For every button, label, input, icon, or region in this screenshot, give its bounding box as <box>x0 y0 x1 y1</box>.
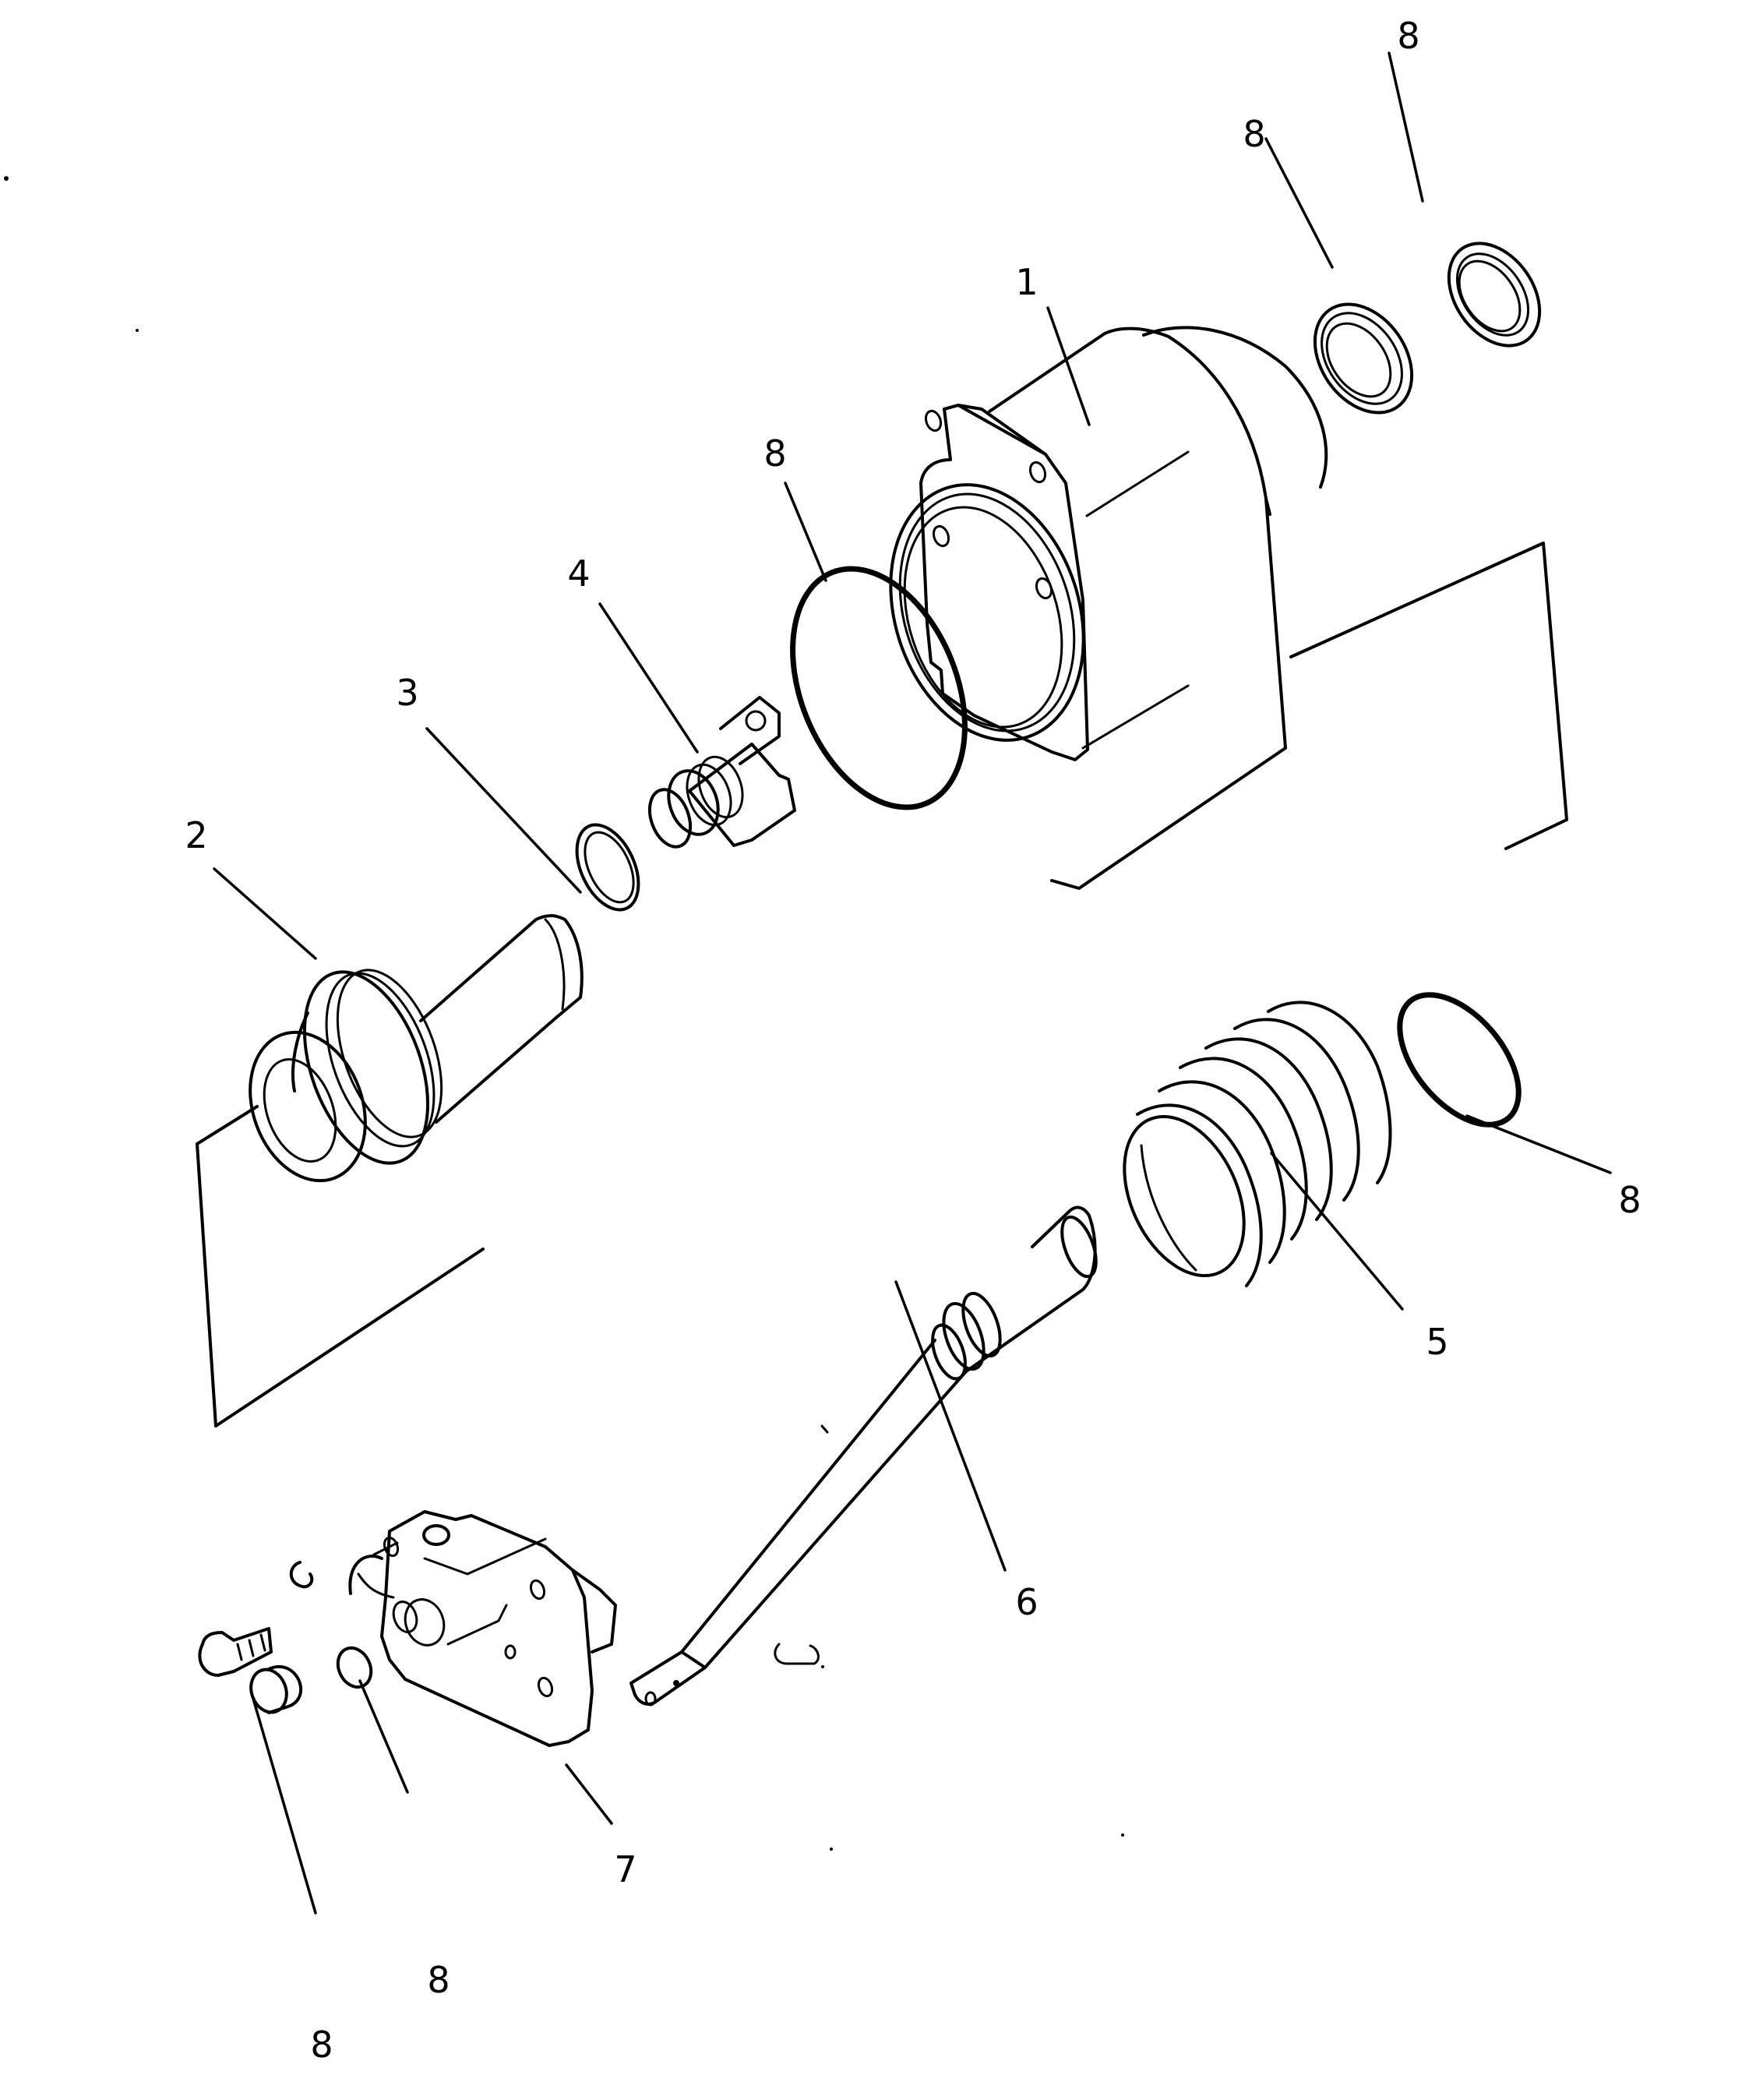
sleeve-drawing <box>249 914 584 1183</box>
leader-lines <box>213 51 1612 1915</box>
leader-line-c1 <box>1046 306 1091 426</box>
callout-label-c8b: 8 <box>1243 113 1265 155</box>
leader-line-c7 <box>565 1763 613 1825</box>
leader-line-c5 <box>1270 1152 1404 1311</box>
leader-line-c8e <box>358 1679 409 1794</box>
o-ring-housing-drawing <box>790 566 968 810</box>
o-ring-right-drawing <box>1397 992 1522 1128</box>
rod-drawing <box>629 1205 1098 1706</box>
callout-label-c5: 5 <box>1426 1321 1448 1363</box>
leader-line-c8d <box>1465 1114 1612 1174</box>
plug-drawing <box>249 1664 303 1714</box>
callout-label-c4: 4 <box>567 552 590 595</box>
seal-ring-inner-drawing <box>1313 302 1414 415</box>
leader-line-c6 <box>894 1280 1007 1572</box>
housing-drawing <box>889 326 1328 890</box>
scan-specks <box>4 176 1124 1851</box>
assembly-brackets <box>196 542 1568 1428</box>
clevis-plug-drawing <box>647 696 796 849</box>
ring-drawing <box>575 823 640 912</box>
callout-label-c8d: 8 <box>1618 1179 1641 1221</box>
cover-block-drawing <box>348 1510 617 1747</box>
left-bracket <box>196 1105 485 1428</box>
leader-line-c8b <box>1264 137 1334 269</box>
callout-label-c8c: 8 <box>763 432 786 475</box>
callout-label-c3: 3 <box>396 672 418 714</box>
seal-ring-outer-drawing <box>1447 242 1542 348</box>
spring-drawing <box>1123 1001 1392 1287</box>
right-bracket <box>1289 542 1568 850</box>
callout-label-c8a: 8 <box>1397 15 1419 57</box>
callout-label-c2: 2 <box>185 814 207 856</box>
leader-line-c8f <box>252 1697 317 1915</box>
leader-line-c3 <box>425 727 582 894</box>
washer-drawing <box>289 1561 314 1589</box>
callout-label-c8f: 8 <box>310 2024 333 2066</box>
leader-line-c8c <box>784 482 827 582</box>
callout-label-c7: 7 <box>614 1848 636 1890</box>
bolt-drawing <box>198 1627 273 1677</box>
callout-labels: 1 2 3 4 5 6 7 8 8 8 8 8 8 <box>185 15 1641 2066</box>
callout-label-c6: 6 <box>1015 1581 1038 1623</box>
leader-line-c2 <box>213 867 317 960</box>
callout-label-c1: 1 <box>1015 261 1038 303</box>
o-ring-small-drawing <box>336 1646 373 1689</box>
leader-line-c8a <box>1388 51 1424 203</box>
callout-label-c8e: 8 <box>427 1959 450 2001</box>
leader-line-c4 <box>598 602 699 754</box>
